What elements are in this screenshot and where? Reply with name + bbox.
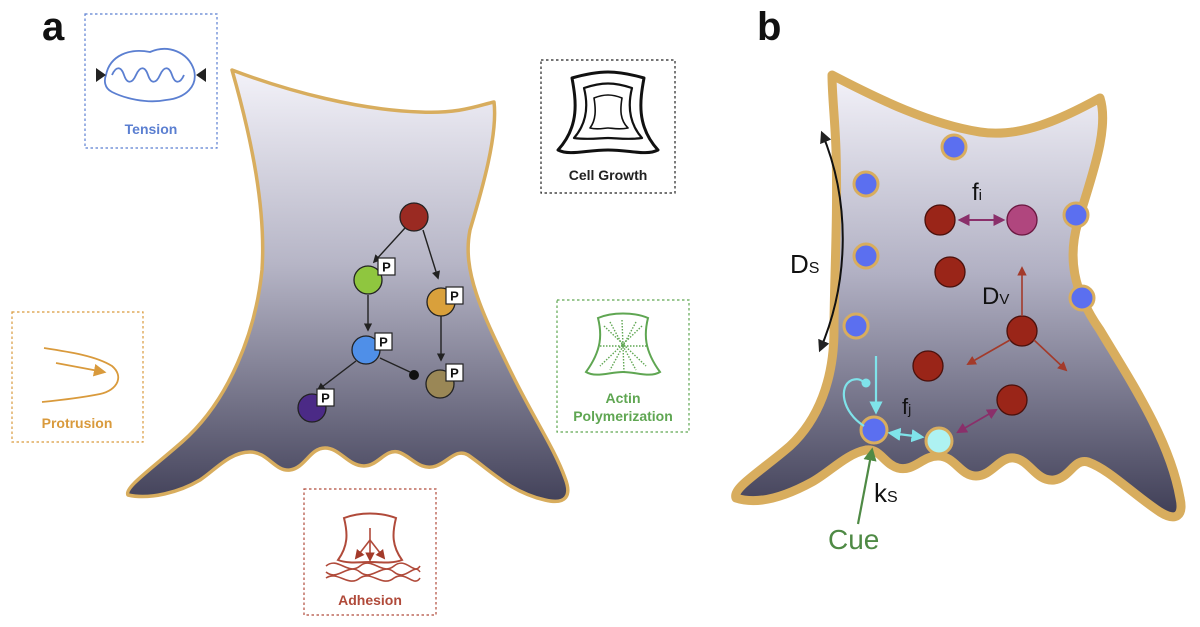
cell-growth-box: Cell Growth — [540, 59, 676, 194]
actin-polymerization-box: Actin Polymerization — [556, 299, 690, 433]
tension-label: Tension — [125, 121, 178, 137]
cue-arrow — [856, 447, 877, 525]
actin-label-line2: Polymerization — [573, 408, 673, 424]
dv-arrows — [966, 266, 1068, 372]
panel-a-letter: a — [42, 5, 65, 49]
surface-molecule — [1068, 284, 1096, 312]
actin-icon — [584, 312, 662, 376]
fi-label: fi — [972, 179, 982, 206]
activation-dot — [861, 378, 871, 388]
phospho-tag: P — [445, 286, 464, 305]
inhibition-dot — [409, 370, 419, 380]
surface-molecule — [1062, 201, 1090, 229]
svg-text:P: P — [382, 260, 391, 275]
tension-right-pin — [196, 68, 206, 82]
adhesion-label: Adhesion — [338, 592, 402, 608]
phospho-tag: P — [316, 388, 335, 407]
cell-growth-label: Cell Growth — [569, 167, 648, 183]
surface-molecule — [940, 133, 968, 161]
volume-molecule — [912, 350, 944, 382]
interaction-arrow — [956, 408, 998, 434]
ks-label: kS — [874, 478, 898, 508]
surface-molecule — [842, 312, 870, 340]
activation-arrows — [842, 356, 883, 427]
surface-molecule-cyan — [924, 426, 954, 456]
phospho-tag: P — [445, 363, 464, 382]
cell-body-a — [125, 68, 570, 503]
node-green — [353, 265, 383, 295]
svg-text:P: P — [379, 335, 388, 350]
svg-text:P: P — [450, 289, 459, 304]
volume-molecules — [912, 204, 1038, 416]
ds-arrow — [818, 130, 844, 353]
tension-left-pin — [96, 68, 106, 82]
surface-molecules — [842, 133, 1096, 456]
dv-label: DV — [982, 283, 1009, 310]
phospho-tags: P P P P P — [316, 257, 464, 407]
actin-label-line1: Actin — [606, 390, 641, 406]
panel-b-letter: b — [757, 5, 781, 49]
protrusion-box: Protrusion — [11, 311, 144, 443]
volume-molecule — [996, 384, 1028, 416]
cue-label: Cue — [828, 524, 879, 555]
svg-text:P: P — [321, 391, 330, 406]
phospho-tag: P — [374, 332, 393, 351]
adhesion-icon — [325, 512, 421, 582]
surface-molecule-cued — [859, 415, 889, 445]
tension-icon — [104, 48, 196, 103]
adhesion-box: Adhesion — [303, 488, 437, 616]
ds-label: DS — [790, 249, 819, 279]
surface-molecule — [852, 242, 880, 270]
surface-molecule — [852, 170, 880, 198]
signaling-edges — [316, 227, 446, 392]
svg-text:P: P — [450, 366, 459, 381]
phospho-tag: P — [377, 257, 396, 276]
volume-molecule — [934, 256, 966, 288]
tension-box: Tension — [84, 13, 218, 149]
fj-label: fj — [902, 394, 911, 419]
protrusion-label: Protrusion — [42, 415, 113, 431]
volume-molecule — [924, 204, 956, 236]
cell-growth-icon — [556, 70, 660, 155]
node-red — [399, 202, 429, 232]
volume-molecule-magenta — [1006, 204, 1038, 236]
fj-arrow — [887, 427, 925, 443]
volume-molecule — [1006, 315, 1038, 347]
protrusion-icon — [41, 347, 120, 403]
